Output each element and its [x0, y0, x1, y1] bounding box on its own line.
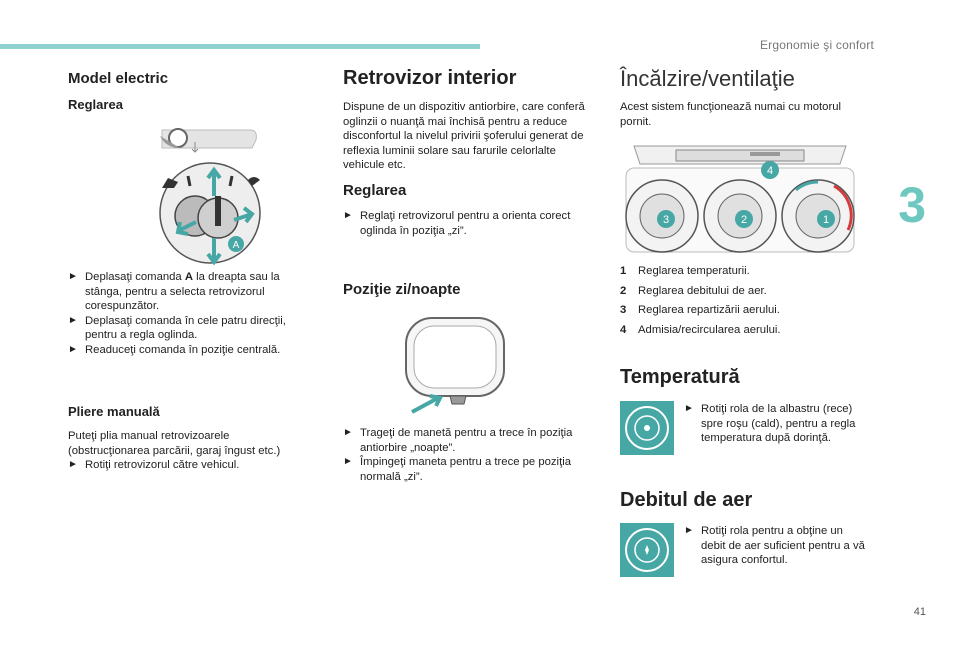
knob-label-4: 4 — [767, 165, 773, 177]
temperature-knob-icon — [620, 401, 674, 455]
col2-reglarea-text: ►Reglaţi retrovizorul pentru a orienta c… — [343, 209, 593, 238]
knob-label-3: 3 — [663, 214, 669, 226]
interior-mirror-illustration — [405, 317, 505, 414]
col1-pliere-text: Puteţi plia manual retrovizoarele (obstr… — [68, 429, 313, 473]
knob-label-2: 2 — [741, 214, 747, 226]
running-header: Ergonomie şi confort — [759, 38, 874, 52]
pliere-paragraph: Puteţi plia manual retrovizoarele (obstr… — [68, 430, 281, 457]
col2-pozitie-text: ►Trageţi de manetă pentru a trece în poz… — [343, 426, 593, 484]
bullet-item: ►Deplasaţi comanda A la dreapta sau la s… — [68, 271, 280, 313]
debitul-text: ►Rotiţi rola pentru a obţine un debit de… — [684, 524, 866, 568]
pliere-manuala-heading: Pliere manuală — [68, 404, 160, 419]
bullet-item: ►Reglaţi retrovizorul pentru a orienta c… — [343, 210, 571, 237]
bullet-item: ►Împingeţi maneta pentru a trece pe pozi… — [343, 456, 572, 483]
debitul-de-aer-heading: Debitul de aer — [620, 489, 753, 511]
retrovizor-intro: Dispune de un dispozitiv antiorbire, car… — [343, 101, 585, 172]
col1-reglarea-heading: Reglarea — [68, 97, 123, 112]
page-number: 41 — [913, 606, 926, 618]
model-electric-heading: Model electric — [68, 70, 169, 87]
knob-label-1: 1 — [823, 214, 829, 226]
climate-panel-illustration: 3 2 1 4 — [625, 145, 855, 253]
temperatura-text: ►Rotiţi rola de la albastru (rece) spre … — [684, 402, 866, 446]
arrow-right-icon: ► — [68, 343, 78, 355]
air-flow-knob-icon — [620, 523, 674, 577]
bullet-item: ►Trageţi de manetă pentru a trece în poz… — [343, 427, 573, 454]
arrow-right-icon: ► — [343, 427, 353, 438]
incalzire-ventilatie-heading: Încălzire/ventilaţie — [620, 66, 795, 91]
arrow-right-icon: ► — [68, 271, 78, 282]
bullet-item: ►Deplasaţi comanda în cele patru direcţi… — [68, 314, 286, 342]
pozitie-zi-noapte-heading: Poziţie zi/noapte — [343, 281, 461, 298]
retrovizor-interior-heading: Retrovizor interior — [343, 67, 517, 89]
top-accent-bar — [0, 44, 480, 49]
mirror-control-illustration: A — [159, 128, 261, 266]
col2-reglarea-heading: Reglarea — [343, 182, 407, 199]
col1-bullets: ►Deplasaţi comanda A la dreapta sau la s… — [68, 270, 313, 358]
bullet-item: ►Rotiţi rola pentru a obţine un debit de… — [684, 525, 865, 567]
arrow-right-icon: ► — [684, 525, 694, 536]
arrow-right-icon: ► — [343, 210, 353, 221]
arrow-right-icon: ► — [68, 314, 78, 326]
bullet-item: ►Readuceţi comanda în poziţie centrală. — [68, 343, 281, 356]
temperatura-heading: Temperatură — [620, 366, 740, 388]
chapter-number: 3 — [898, 177, 926, 233]
bullet-item: ►Rotiţi retrovizorul către vehicul. — [68, 459, 240, 472]
arrow-right-icon: ► — [68, 459, 78, 471]
arrow-right-icon: ► — [343, 456, 353, 468]
arrow-right-icon: ► — [684, 403, 694, 414]
bullet-item: ►Rotiţi rola de la albastru (rece) spre … — [684, 403, 856, 445]
label-a: A — [233, 240, 240, 251]
incalzire-intro: Acest sistem funcţionează numai cu motor… — [620, 101, 842, 128]
